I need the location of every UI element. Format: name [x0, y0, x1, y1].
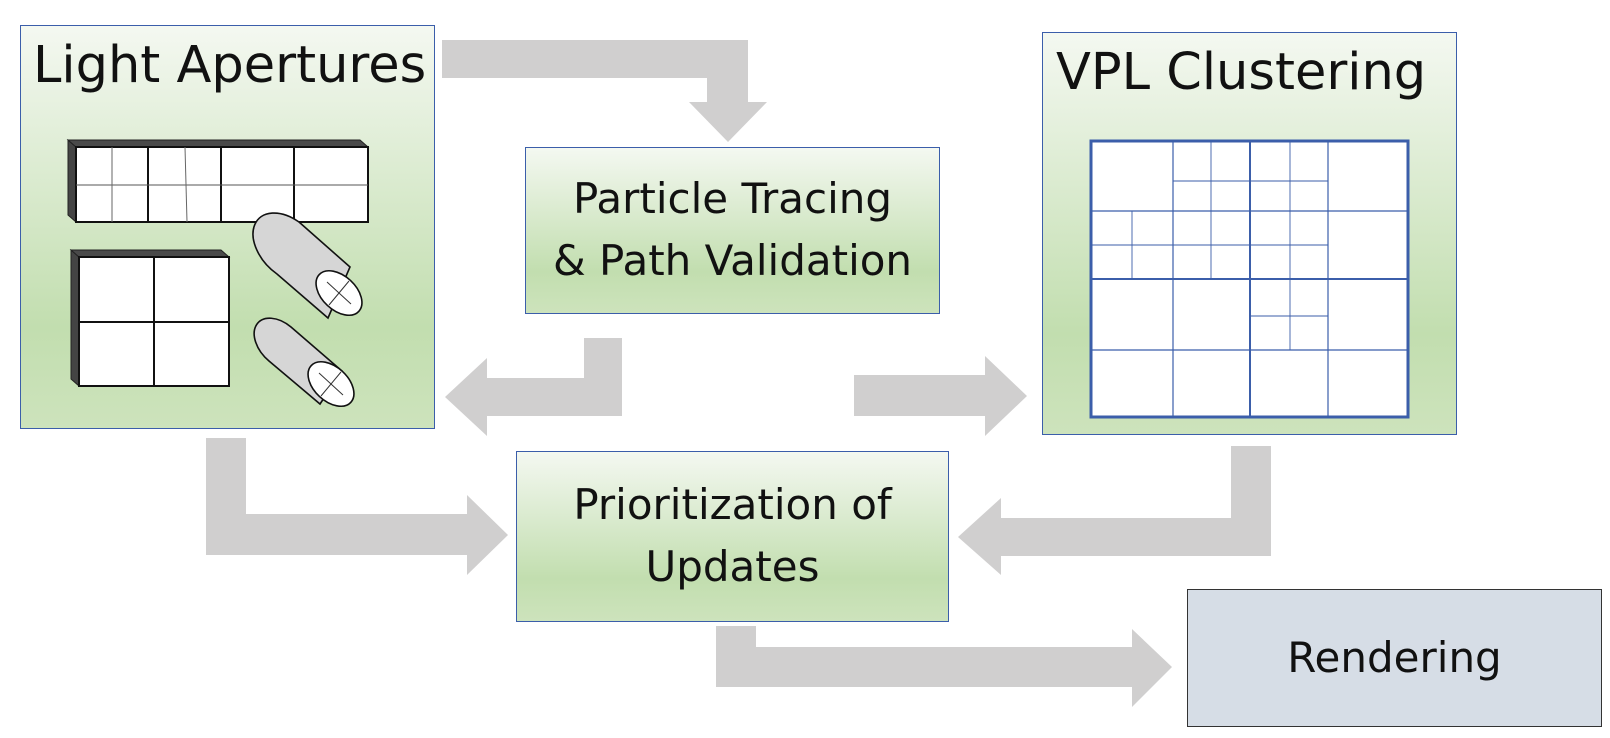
prioritization-line1: Prioritization of: [573, 480, 892, 529]
rendering-title: Rendering: [1287, 633, 1502, 682]
arrow-vpl-to-prioritization: [958, 446, 1271, 575]
arrow-particle-to-lights: [445, 338, 622, 436]
light-apertures-title: Light Apertures: [33, 36, 427, 95]
arrow-lights-to-particle: [442, 40, 767, 142]
cylinder-aperture-icon-2: [253, 317, 355, 408]
arrow-lights-to-prioritization: [206, 438, 508, 575]
arrow-prioritization-to-rendering: [716, 626, 1172, 707]
cylinder-aperture-icon-1: [252, 212, 363, 320]
prioritization-box: Prioritization of Updates: [516, 451, 949, 622]
particle-tracing-line2: & Path Validation: [552, 236, 913, 285]
window-square-icon: [69, 248, 231, 388]
arrow-particle-to-vpl: [854, 334, 1027, 436]
window-wide-icon: [66, 138, 370, 224]
rendering-box: Rendering: [1187, 589, 1602, 727]
particle-tracing-line1: Particle Tracing: [572, 174, 893, 223]
particle-tracing-box: Particle Tracing & Path Validation: [525, 147, 940, 314]
vpl-clustering-title: VPL Clustering: [1056, 43, 1427, 102]
prioritization-line2: Updates: [645, 542, 820, 591]
